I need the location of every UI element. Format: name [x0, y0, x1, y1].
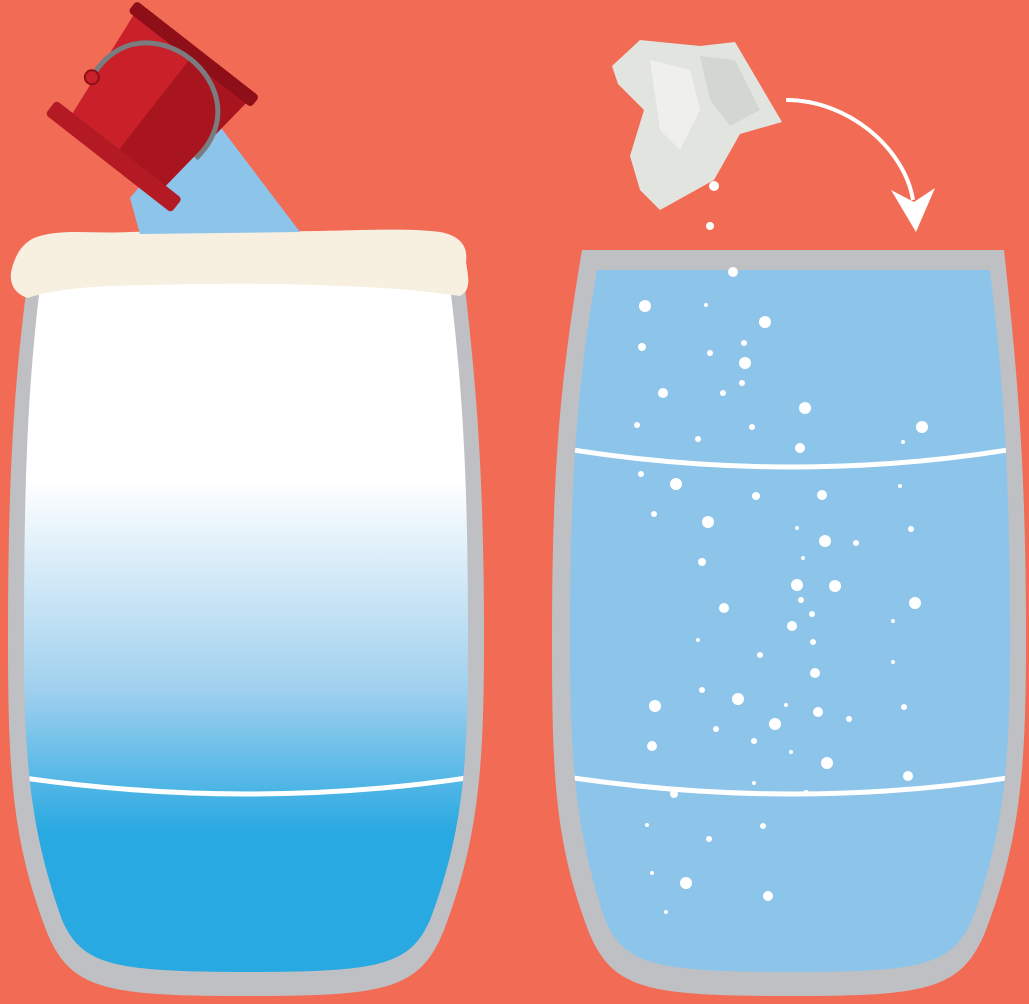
bubble — [670, 478, 682, 490]
bubble — [638, 471, 644, 477]
bubble — [638, 343, 646, 351]
bubble — [704, 303, 708, 307]
bubble — [699, 687, 705, 693]
bubble — [650, 871, 654, 875]
bubble — [739, 380, 745, 386]
bubble — [901, 704, 907, 710]
bubble — [759, 316, 771, 328]
bubble — [720, 390, 726, 396]
bubble — [706, 836, 712, 842]
bubble — [698, 558, 706, 566]
bubble — [658, 388, 668, 398]
bubble — [670, 790, 678, 798]
bubble — [795, 526, 799, 530]
bubble — [909, 597, 921, 609]
falling-drop — [728, 267, 738, 277]
bubble — [664, 910, 668, 914]
bubble — [763, 891, 773, 901]
bubble — [695, 436, 701, 442]
bubble — [649, 700, 661, 712]
bubble — [801, 556, 805, 560]
bubble — [898, 484, 902, 488]
bubble — [853, 540, 859, 546]
bubble — [795, 443, 805, 453]
bubble — [651, 511, 657, 517]
bubble — [749, 424, 755, 430]
left-barrel-liquid — [24, 270, 468, 972]
bubble — [645, 823, 649, 827]
bubble — [799, 402, 811, 414]
bubble — [760, 823, 766, 829]
bubble — [829, 580, 841, 592]
bubble — [769, 718, 781, 730]
left-barrel — [8, 230, 484, 996]
bubble — [639, 300, 651, 312]
bubble — [903, 771, 913, 781]
bubble — [702, 516, 714, 528]
bubble — [803, 790, 809, 796]
bubble — [916, 421, 928, 433]
bubble — [719, 603, 729, 613]
bubble — [696, 638, 700, 642]
bubble — [821, 757, 833, 769]
bubble — [751, 738, 757, 744]
falling-drop — [709, 181, 719, 191]
bubble — [817, 490, 827, 500]
bubble — [901, 440, 905, 444]
bubble — [757, 652, 763, 658]
falling-drop — [706, 222, 714, 230]
bubble — [819, 535, 831, 547]
bubble — [810, 639, 816, 645]
bubble — [908, 526, 914, 532]
right-barrel — [552, 250, 1026, 996]
bubble — [791, 579, 803, 591]
bubble — [680, 877, 692, 889]
bubble — [634, 422, 640, 428]
bubble — [752, 781, 756, 785]
bubble — [784, 703, 788, 707]
bubble — [813, 707, 823, 717]
bubble — [732, 693, 744, 705]
bubble — [798, 597, 804, 603]
bubble — [752, 492, 760, 500]
bubble — [739, 357, 751, 369]
bubble — [810, 668, 820, 678]
bubble — [891, 660, 895, 664]
bubble — [741, 340, 747, 346]
bubble — [891, 619, 895, 623]
bubble — [647, 741, 657, 751]
bubble — [787, 621, 797, 631]
bubble — [846, 716, 852, 722]
right-barrel-liquid — [570, 270, 1010, 972]
bubble — [809, 611, 815, 617]
bubble — [707, 350, 713, 356]
bubble — [713, 726, 719, 732]
bubble — [789, 750, 793, 754]
